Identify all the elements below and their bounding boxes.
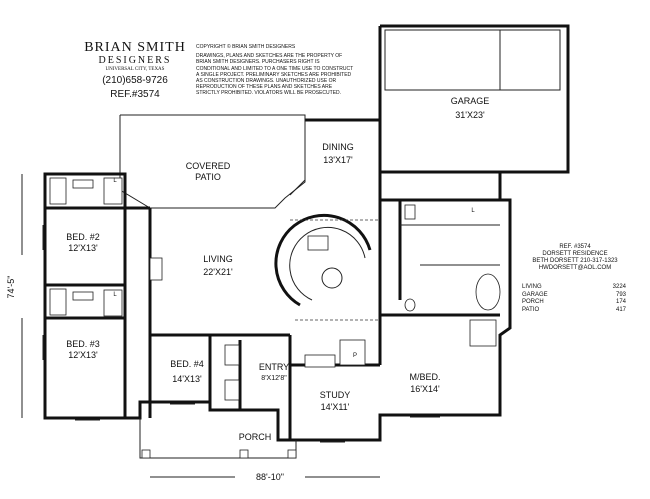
kitchen-island <box>274 213 380 321</box>
bed4-label: BED. #4 <box>170 359 204 369</box>
copyright-body: DRAWINGS, PLANS AND SKETCHES ARE THE PRO… <box>196 53 354 97</box>
dimension-lines <box>21 174 380 478</box>
dining-label: DINING <box>322 142 354 152</box>
living-size: 22'X21' <box>203 267 233 277</box>
plan-ref: REF.#3574 <box>110 89 160 100</box>
study-size: 14'X11' <box>321 402 350 412</box>
master-bed-size: 16'X14' <box>410 384 440 394</box>
covered-patio-label: COVERED <box>186 161 231 171</box>
copyright-notice: COPYRIGHT © BRIAN SMITH DESIGNERS DRAWIN… <box>196 44 354 97</box>
designer-city: UNIVERSAL CITY, TEXAS <box>105 67 165 72</box>
study-label: STUDY <box>320 390 351 400</box>
porch-outline <box>139 418 297 459</box>
garage-label: GARAGE <box>451 96 490 106</box>
bed4-size: 14'X13' <box>172 374 202 384</box>
linen-label-master: L <box>471 208 475 214</box>
fireplace <box>149 257 163 281</box>
linen-label-bed2: L <box>113 178 117 184</box>
living-label: LIVING <box>203 254 233 264</box>
bed2-size: 12'X13' <box>68 243 98 253</box>
master-bed-label: M/BED. <box>409 372 440 382</box>
client-info: REF. #3574 DORSETT RESIDENCE BETH DORSET… <box>520 244 630 272</box>
info-contact: BETH DORSETT 210-317-1323 <box>532 258 618 264</box>
bed2-label: BED. #2 <box>66 232 100 242</box>
linen-label-bed3: L <box>113 292 117 298</box>
info-email: HWDORSETT@AOL.COM <box>538 265 612 271</box>
designer-logo: BRIAN SMITH DESIGNERS UNIVERSAL CITY, TE… <box>70 40 200 102</box>
window-ticks <box>42 225 440 443</box>
entry-details <box>295 339 366 458</box>
info-residence: DORSETT RESIDENCE <box>542 251 608 257</box>
designer-name: BRIAN SMITH <box>84 40 186 55</box>
bath-fixtures <box>49 177 501 401</box>
garage-size: 31'X23' <box>455 110 485 120</box>
interior-walls <box>45 200 500 440</box>
porch-label: PORCH <box>239 432 272 442</box>
designer-phone: (210)658-9726 <box>102 75 168 86</box>
bed3-size: 12'X13' <box>68 350 98 360</box>
pantry-label: P <box>353 353 357 359</box>
entry-size: 8'X12'8" <box>261 375 287 382</box>
width-dimension: 88'-10" <box>256 472 284 482</box>
covered-patio-label-2: PATIO <box>195 172 221 182</box>
dining-size: 13'X17' <box>323 155 353 165</box>
info-ref: REF. #3574 <box>559 244 591 250</box>
designer-subtitle: DESIGNERS <box>98 55 172 66</box>
bed3-label: BED. #3 <box>66 339 100 349</box>
depth-dimension: 74'-5" <box>6 276 16 299</box>
entry-label: ENTRY <box>259 362 289 372</box>
copyright-heading: COPYRIGHT © BRIAN SMITH DESIGNERS <box>196 44 296 50</box>
